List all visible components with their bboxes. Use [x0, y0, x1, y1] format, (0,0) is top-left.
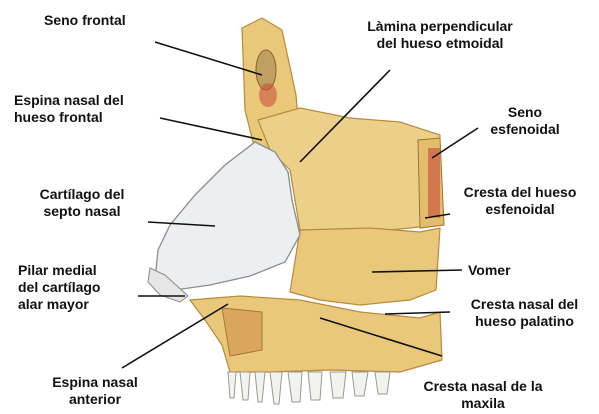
teeth	[228, 372, 390, 404]
leader-espina-frontal	[160, 118, 262, 140]
label-seno-frontal: Seno frontal	[44, 12, 126, 29]
frontal-sinus-inner	[259, 83, 277, 107]
sphenoid-sinus	[428, 148, 440, 218]
label-vomer: Vomer	[468, 262, 511, 279]
leader-espina-ant	[122, 304, 228, 368]
vomer	[290, 228, 440, 305]
septal-cartilage	[155, 142, 300, 290]
